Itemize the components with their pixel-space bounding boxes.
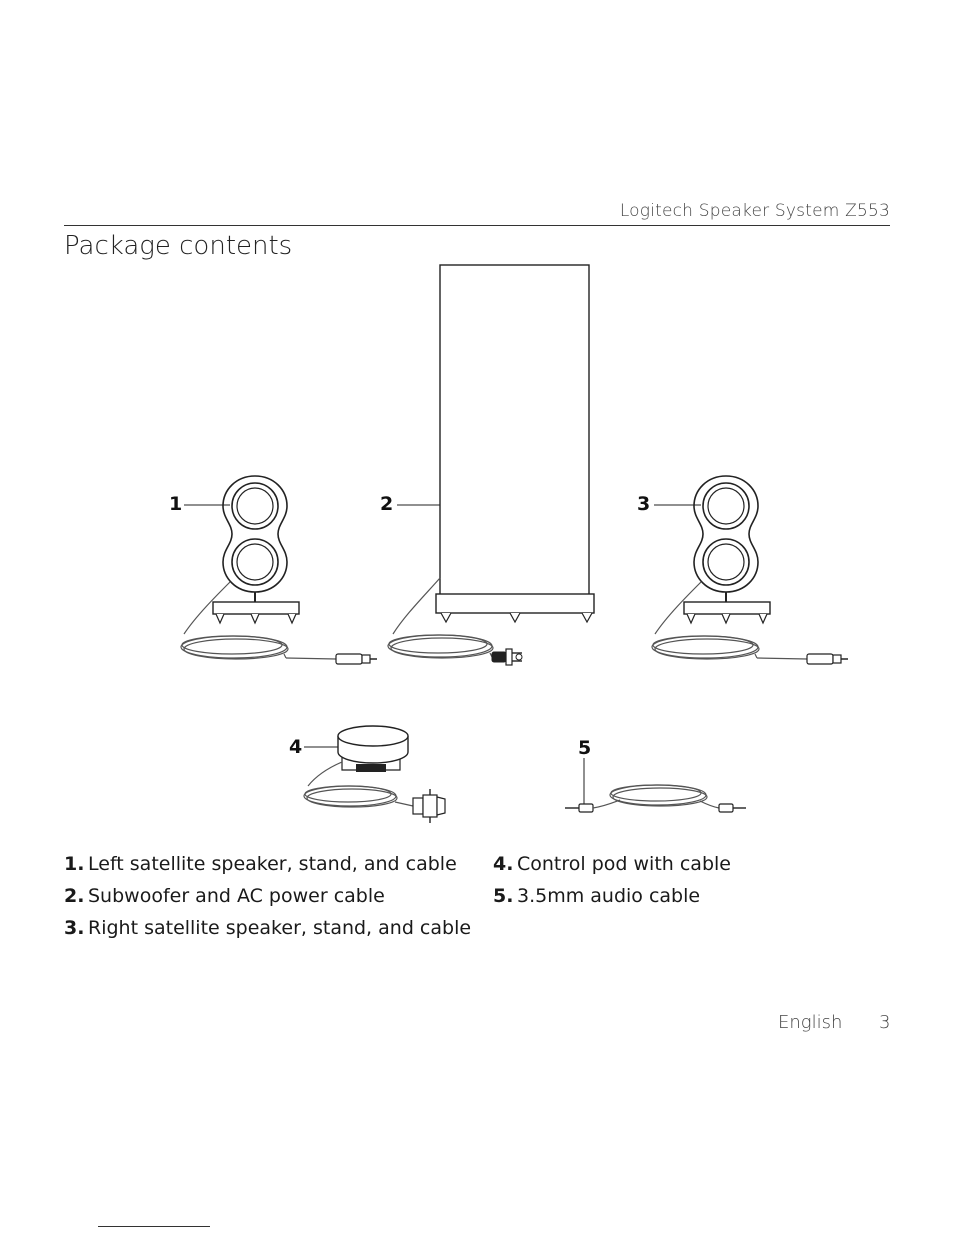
header-rule: [64, 225, 890, 226]
contents-list-left: 1.Left satellite speaker, stand, and cab…: [64, 849, 471, 945]
page-title: Package contents: [64, 231, 293, 261]
list-item: 1.Left satellite speaker, stand, and cab…: [64, 853, 457, 875]
subwoofer-drawing: [387, 264, 595, 666]
list-item: 3.Right satellite speaker, stand, and ca…: [64, 917, 472, 939]
control-pod-drawing: [303, 725, 446, 823]
callout-1: 1: [169, 493, 183, 515]
page-number: 3: [879, 1012, 891, 1033]
callout-5: 5: [578, 737, 592, 759]
audio-cable-drawing: [565, 784, 746, 813]
callout-2: 2: [380, 493, 394, 515]
list-item: 5.3.5mm audio cable: [493, 885, 701, 907]
product-name: Logitech Speaker System Z553: [619, 201, 890, 221]
contents-list-right: 4.Control pod with cable 5.3.5mm audio c…: [493, 849, 731, 913]
footer-language: English: [778, 1012, 843, 1033]
footnote-rule: [98, 1226, 210, 1227]
callout-4: 4: [289, 736, 303, 758]
list-item: 2.Subwoofer and AC power cable: [64, 885, 385, 907]
list-item: 4.Control pod with cable: [493, 853, 731, 875]
callout-3: 3: [637, 493, 651, 515]
